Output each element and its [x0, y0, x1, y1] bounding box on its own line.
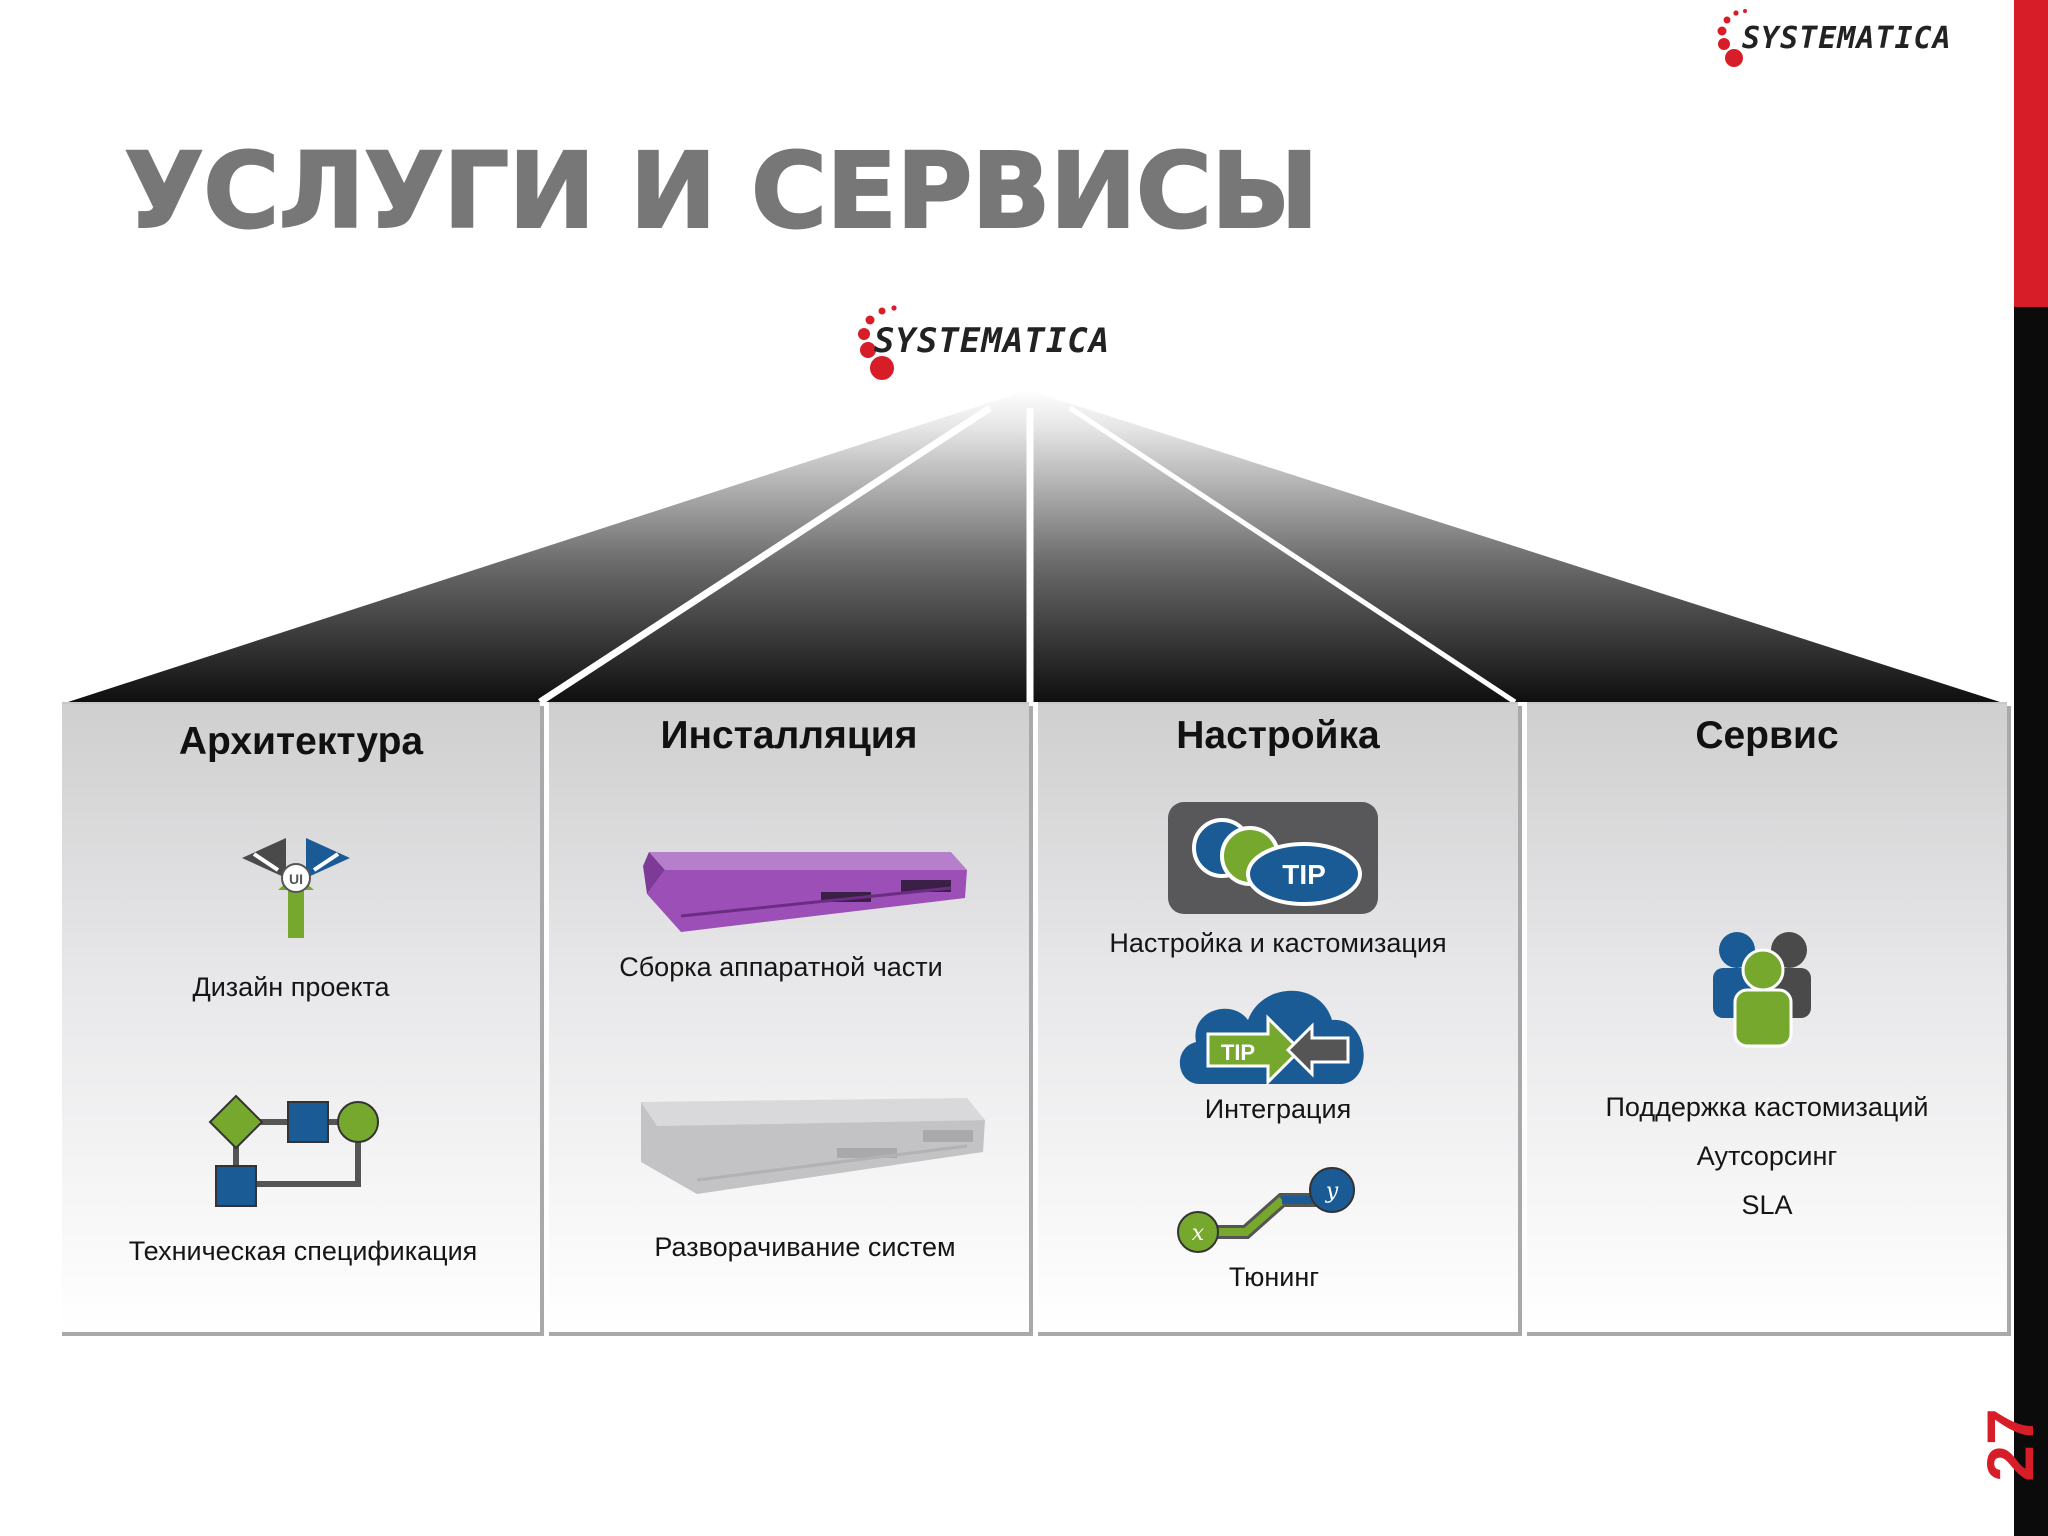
column-configuration: Настройка TIP Настройка и кастомизация T… — [1034, 702, 1518, 1332]
svg-text:TIP: TIP — [1221, 1040, 1255, 1065]
column-heading: Сервис — [1695, 714, 1839, 757]
item-label: Сборка аппаратной части — [619, 952, 943, 982]
item-label: Разворачивание систем — [654, 1232, 956, 1262]
column-installation: Инсталляция Сборка аппаратной части Разв… — [545, 702, 1029, 1332]
side-accent-bar-red — [2014, 0, 2048, 307]
svg-text:x: x — [1192, 1221, 1205, 1246]
systematica-logo: SYSTEMATICA — [1717, 9, 1952, 67]
xy-tuning-icon: x y — [1177, 1167, 1355, 1253]
svg-text:TIP: TIP — [1282, 859, 1326, 890]
item-label: SLA — [1741, 1190, 1793, 1220]
hub-systematica-logo: SYSTEMATICA — [858, 305, 1110, 380]
svg-text:y: y — [1325, 1179, 1339, 1204]
item-label: Настройка и кастомизация — [1109, 928, 1447, 958]
item-label: Интеграция — [1204, 1094, 1352, 1124]
item-label: Дизайн проекта — [192, 972, 390, 1002]
column-heading: Настройка — [1176, 714, 1380, 757]
svg-text:SYSTEMATICA: SYSTEMATICA — [1742, 21, 1952, 56]
people-icon — [1713, 932, 1811, 1048]
cloud-tip-icon: TIP — [1168, 802, 1378, 914]
svg-text:UI: UI — [289, 871, 303, 887]
item-label: Поддержка кастомизаций — [1605, 1092, 1929, 1122]
cloud-integration-icon: TIP — [1179, 990, 1364, 1086]
side-accent-bar-black — [2014, 307, 2048, 1536]
ui-design-icon: UI — [242, 838, 350, 938]
svg-text:SYSTEMATICA: SYSTEMATICA — [874, 321, 1110, 361]
column-architecture: Архитектура UI Дизайн проекта Техническа… — [58, 702, 540, 1332]
item-label: Аутсорсинг — [1696, 1141, 1838, 1171]
item-label: Техническая спецификация — [128, 1236, 478, 1266]
column-heading: Архитектура — [178, 720, 424, 763]
item-label: Тюнинг — [1228, 1262, 1320, 1292]
page-title: УСЛУГИ И СЕРВИСЫ — [123, 129, 1320, 253]
purple-server-icon — [643, 852, 967, 932]
column-heading: Инсталляция — [660, 714, 918, 757]
flowchart-icon — [208, 1094, 379, 1207]
column-service: Сервис Поддержка кастомизаций Аутсорсинг… — [1523, 702, 2007, 1332]
gray-server-icon — [641, 1098, 985, 1194]
